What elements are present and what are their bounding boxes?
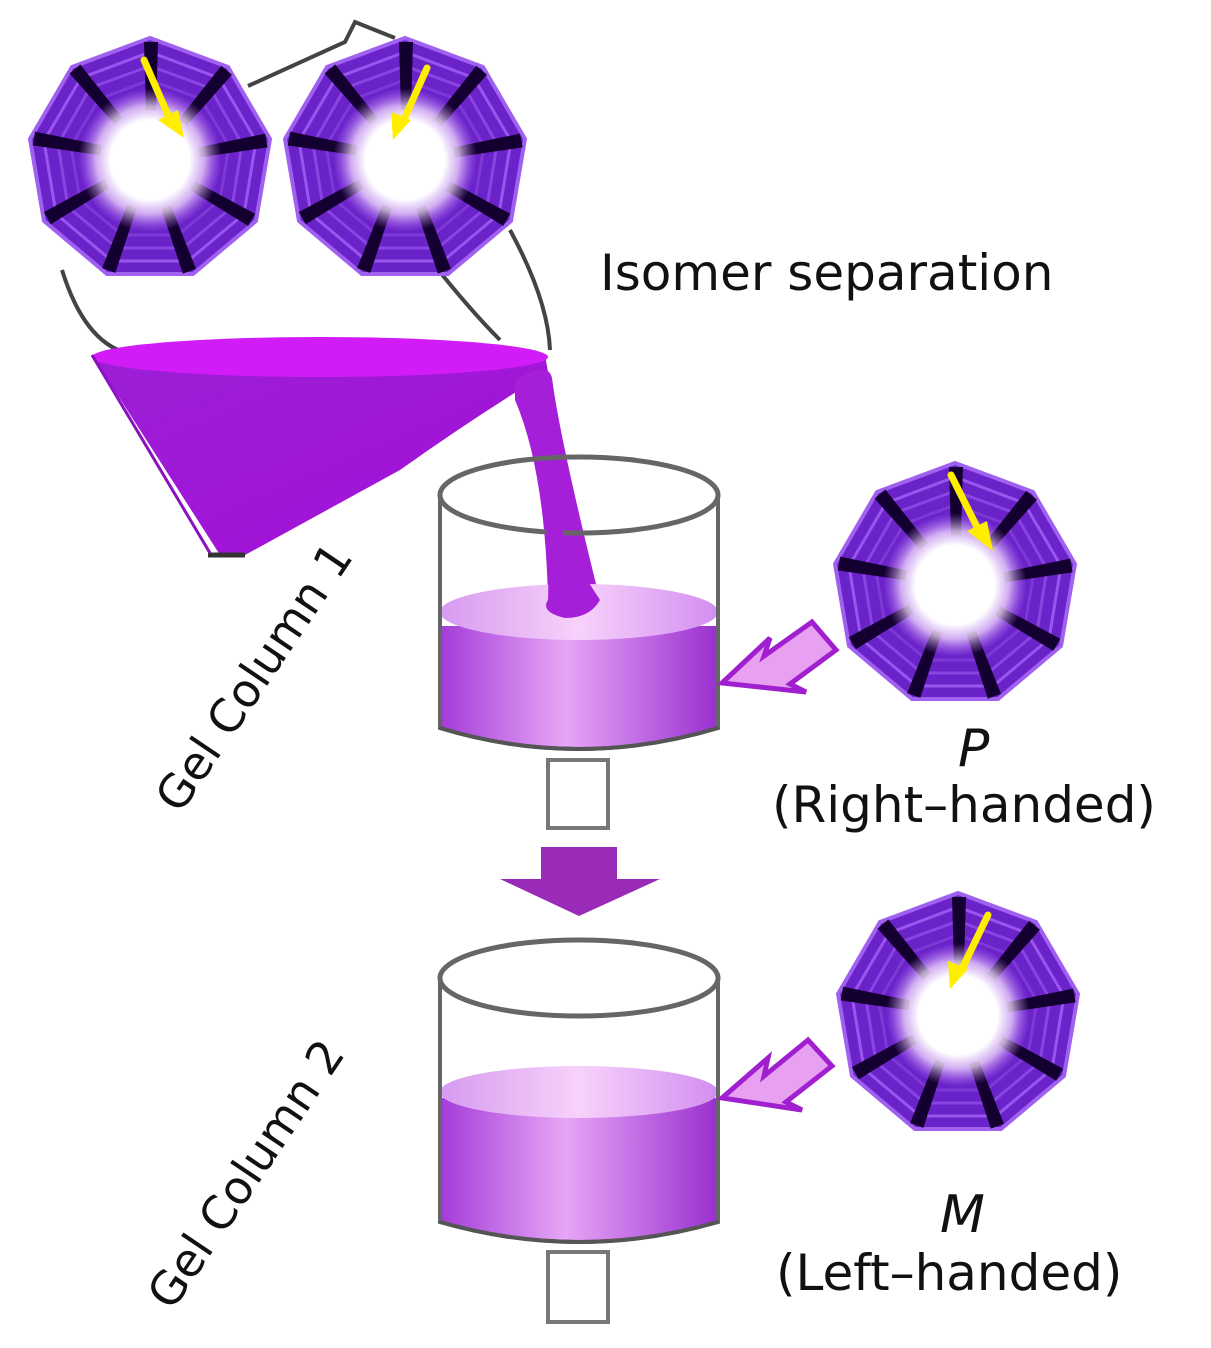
column-2-label: Gel Column 2 [136, 1030, 355, 1318]
isomer-m-symbol: M [940, 1185, 985, 1245]
pour-stream [515, 369, 600, 618]
pointer-arrow-icon [947, 471, 993, 551]
pointer-arrow-icon [391, 64, 431, 140]
gel-column-2 [437, 937, 721, 1324]
diagram-title: Isomer separation [600, 244, 1053, 302]
isomer-p-description: (Right–handed) [772, 776, 1156, 834]
isomer-m-description: (Left–handed) [776, 1244, 1122, 1302]
pointer-arrow-icon [948, 911, 992, 989]
gel-column-1 [437, 454, 721, 830]
down-arrow-icon [500, 847, 660, 916]
ring-isomer-p [833, 461, 1077, 701]
ring-isomer-right [283, 36, 527, 276]
pouring-beaker [90, 337, 548, 558]
isomer-p-symbol: P [958, 719, 990, 779]
selection-arrow-column-1 [716, 618, 840, 695]
pour-stream-front [540, 480, 600, 618]
ring-isomer-m [836, 891, 1080, 1131]
selection-arrow-column-2 [716, 1036, 836, 1113]
ring-isomer-left [28, 36, 272, 276]
pointer-arrow-icon [140, 56, 184, 138]
column-1-label: Gel Column 1 [144, 533, 363, 821]
